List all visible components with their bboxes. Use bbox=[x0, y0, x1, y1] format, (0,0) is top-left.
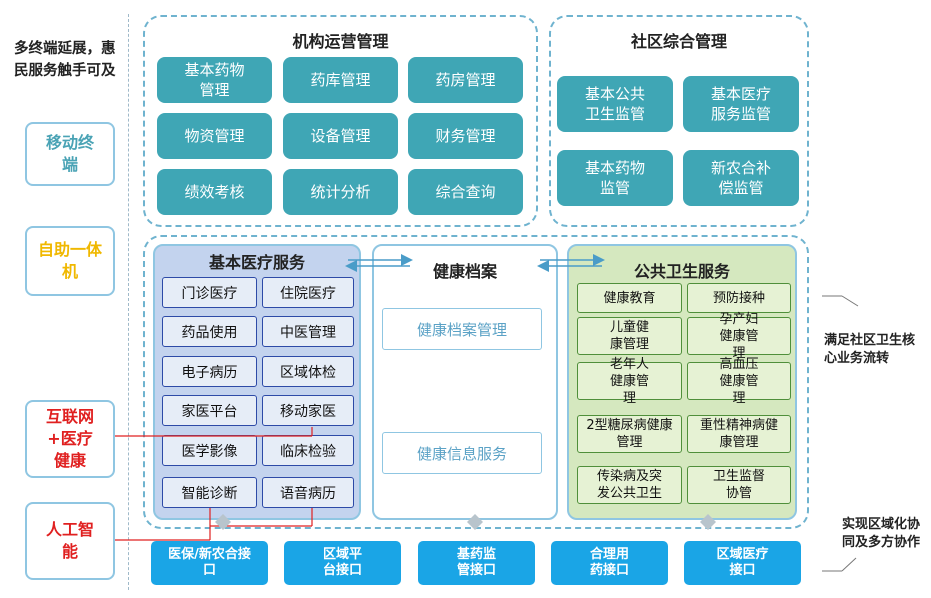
health-records-title: 健康档案 bbox=[432, 262, 497, 281]
ph-item-9: 传染病及突发公共卫生 bbox=[577, 466, 682, 504]
ph-item-5: 老年人健康管理 bbox=[577, 357, 682, 406]
comm-item-1: 基本公共卫生监管 bbox=[557, 76, 673, 132]
community-panel bbox=[549, 15, 809, 227]
med-item-7: 家医平台 bbox=[162, 395, 257, 426]
ph-item-3: 儿童健康管理 bbox=[577, 317, 682, 355]
med-item-6: 区域体检 bbox=[262, 356, 354, 387]
comm-item-4: 新农合补偿监管 bbox=[683, 150, 799, 206]
ph-item-10: 卫生监督协管 bbox=[687, 466, 791, 504]
institution-title: 机构运营管理 bbox=[292, 32, 389, 51]
inst-item-1: 基本药物管理 bbox=[157, 57, 272, 103]
inst-item-2: 药库管理 bbox=[283, 57, 398, 103]
mobile-terminal-label: 移动终端 bbox=[45, 133, 94, 174]
inst-item-7: 绩效考核 bbox=[157, 169, 272, 215]
interface-3: 基药监管接口 bbox=[418, 541, 535, 585]
internet-health-label: 互联网+医疗健康 bbox=[45, 407, 94, 470]
mobile-terminal-box: 移动终端 bbox=[25, 122, 115, 186]
interface-5: 区域医疗接口 bbox=[684, 541, 801, 585]
ph-item-8: 重性精神病健康管理 bbox=[687, 415, 791, 453]
med-item-8: 移动家医 bbox=[262, 395, 354, 426]
med-item-3: 药品使用 bbox=[162, 316, 257, 347]
ph-item-2: 预防接种 bbox=[687, 283, 791, 313]
med-item-4: 中医管理 bbox=[262, 316, 354, 347]
kiosk-box: 自助一体机 bbox=[25, 226, 115, 296]
intro-text: 多终端延展，惠民服务触手可及 bbox=[14, 41, 116, 79]
med-item-12: 语音病历 bbox=[262, 477, 354, 508]
med-item-11: 智能诊断 bbox=[162, 477, 257, 508]
ph-item-1: 健康教育 bbox=[577, 283, 682, 313]
inst-item-4: 物资管理 bbox=[157, 113, 272, 159]
ph-item-4: 孕产妇健康管理 bbox=[687, 312, 791, 361]
inst-item-6: 财务管理 bbox=[408, 113, 523, 159]
health-records-panel bbox=[372, 244, 558, 520]
ph-item-7: 2型糖尿病健康管理 bbox=[577, 415, 682, 453]
hr-item-1: 健康档案管理 bbox=[382, 308, 542, 350]
kiosk-label: 自助一体机 bbox=[37, 240, 102, 281]
inst-item-5: 设备管理 bbox=[283, 113, 398, 159]
community-title: 社区综合管理 bbox=[630, 32, 727, 51]
core-business-note: 满足社区卫生核心业务流转 bbox=[824, 333, 916, 366]
medical-title: 基本医疗服务 bbox=[208, 253, 305, 272]
ai-box: 人工智能 bbox=[25, 502, 115, 580]
interface-1: 医保/新农合接口 bbox=[151, 541, 268, 585]
med-item-10: 临床检验 bbox=[262, 435, 354, 466]
public-health-title: 公共卫生服务 bbox=[633, 262, 730, 281]
med-item-1: 门诊医疗 bbox=[162, 277, 257, 308]
comm-item-3: 基本药物监管 bbox=[557, 150, 673, 206]
med-item-9: 医学影像 bbox=[162, 435, 257, 466]
institution-panel bbox=[143, 15, 538, 227]
ai-label: 人工智能 bbox=[45, 520, 94, 561]
comm-item-2: 基本医疗服务监管 bbox=[683, 76, 799, 132]
inst-item-9: 综合查询 bbox=[408, 169, 523, 215]
ph-item-6: 高血压健康管理 bbox=[687, 357, 791, 406]
left-divider bbox=[128, 14, 129, 590]
interface-4: 合理用药接口 bbox=[551, 541, 668, 585]
inst-item-3: 药房管理 bbox=[408, 57, 523, 103]
inst-item-8: 统计分析 bbox=[283, 169, 398, 215]
regional-collaboration-note: 实现区域化协同及多方协作 bbox=[842, 517, 921, 550]
internet-health-box: 互联网+医疗健康 bbox=[25, 400, 115, 478]
med-item-2: 住院医疗 bbox=[262, 277, 354, 308]
interface-2: 区域平台接口 bbox=[284, 541, 401, 585]
med-item-5: 电子病历 bbox=[162, 356, 257, 387]
hr-item-2: 健康信息服务 bbox=[382, 432, 542, 474]
